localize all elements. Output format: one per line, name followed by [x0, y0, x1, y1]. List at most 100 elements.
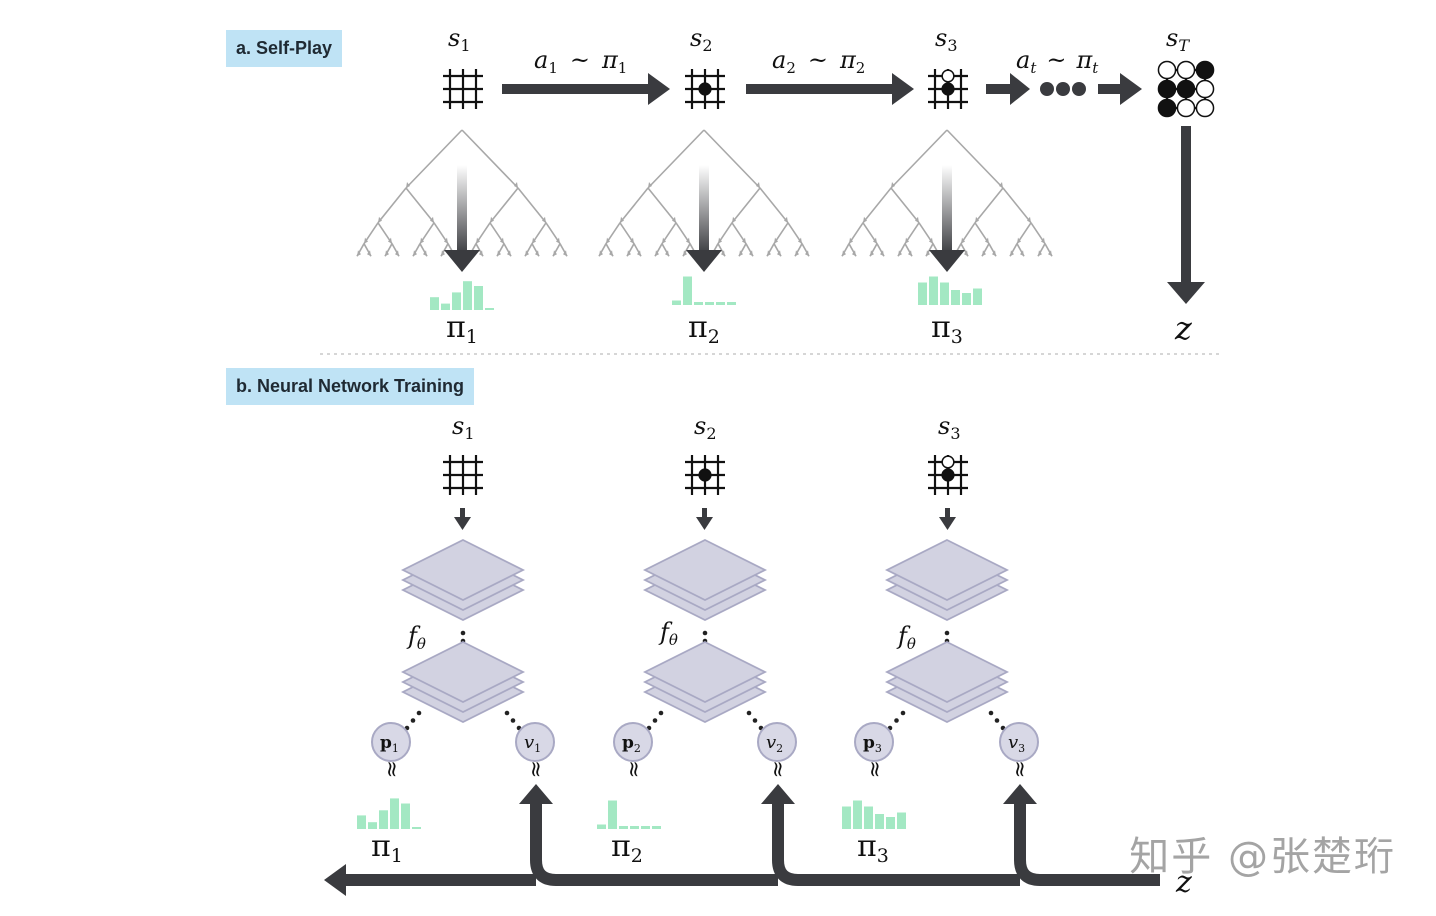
histogram-bar	[474, 286, 483, 310]
histogram-bar	[368, 822, 377, 829]
train-board-s2	[685, 455, 725, 495]
white-stone	[1157, 60, 1177, 80]
network-label-1: fθ	[406, 622, 426, 653]
black-stone	[698, 468, 712, 482]
white-stone	[1195, 98, 1215, 118]
network-layer	[642, 640, 768, 704]
dot	[944, 630, 950, 636]
histogram-bar	[630, 826, 639, 829]
histogram-bar	[842, 806, 851, 829]
policy-histogram-pi3	[918, 276, 982, 305]
histogram-bar	[619, 826, 628, 829]
svg-text:v1: v1	[524, 732, 541, 755]
target-pi2-label: π2	[611, 829, 643, 867]
histogram-bar	[875, 814, 884, 829]
histogram-bar	[357, 815, 366, 829]
approx-p2: ≈	[621, 760, 646, 778]
white-stone	[941, 69, 955, 83]
histogram-bar	[412, 827, 421, 829]
white-stone	[1176, 98, 1196, 118]
histogram-bar	[608, 800, 617, 829]
histogram-bar	[864, 806, 873, 829]
search-tree-2	[598, 129, 810, 257]
value-head-v3: v3	[999, 722, 1039, 762]
network-label-3: fθ	[896, 622, 916, 653]
target-histogram-pi1	[357, 798, 421, 829]
black-stone	[1176, 79, 1196, 99]
dot	[416, 710, 422, 716]
dot	[988, 710, 994, 716]
policy-head-p1: p1	[371, 722, 411, 762]
board-s2	[685, 69, 725, 109]
histogram-bar	[918, 282, 927, 305]
target-pi3-label: π3	[857, 829, 889, 867]
svg-text:v2: v2	[766, 732, 783, 755]
histogram-bar	[683, 276, 692, 305]
action-label-2: a2~π2	[772, 46, 865, 77]
selfplay-state-s2-label: s2	[690, 24, 713, 55]
histogram-bar	[853, 800, 862, 829]
histogram-bar	[401, 803, 410, 829]
black-stone	[1157, 79, 1177, 99]
watermark: 知乎 @张楚珩	[1129, 834, 1396, 880]
dot	[658, 710, 664, 716]
histogram-bar	[973, 288, 982, 305]
histogram-bar	[430, 297, 439, 310]
train-state-s3-label: s3	[938, 412, 961, 443]
action-label-t: at~πt	[1016, 46, 1099, 77]
dot	[894, 718, 899, 723]
dot	[900, 710, 906, 716]
histogram-bar	[672, 300, 681, 305]
action-arrow-3	[986, 73, 1030, 105]
approx-v3: ≈	[1007, 760, 1032, 778]
dot	[410, 718, 416, 723]
approx-v2: ≈	[765, 760, 790, 778]
board-sT-final	[1157, 60, 1215, 118]
histogram-bar	[929, 276, 938, 305]
mcts-arrow-1	[444, 165, 480, 272]
outcome-feedback-arrows	[324, 784, 1160, 896]
svg-text:p2: p2	[622, 733, 641, 755]
network-layer	[400, 640, 526, 704]
approx-v1: ≈	[523, 760, 548, 778]
histogram-bar	[463, 281, 472, 310]
action-arrow-2	[746, 73, 914, 105]
black-stone	[941, 468, 955, 482]
dot	[746, 710, 752, 716]
svg-text:p1: p1	[380, 733, 399, 755]
train-state-s1-label: s1	[452, 412, 475, 443]
black-stone	[941, 82, 955, 96]
dot	[652, 718, 658, 723]
input-arrow-2	[696, 508, 713, 530]
histogram-bar	[694, 302, 703, 305]
selfplay-state-s3-label: s3	[935, 24, 958, 55]
value-head-v2: v2	[757, 722, 797, 762]
target-histogram-pi2	[597, 800, 661, 829]
search-tree-3	[841, 129, 1053, 257]
white-stone	[1176, 60, 1196, 80]
white-stone	[1195, 79, 1215, 99]
target-histogram-pi3	[842, 800, 906, 829]
action-arrow-1	[502, 73, 670, 105]
svg-text:v3: v3	[1008, 732, 1025, 755]
histogram-bar	[886, 817, 895, 829]
histogram-bar	[441, 303, 450, 310]
pi1-label: π1	[446, 310, 478, 348]
network-layer	[884, 640, 1010, 704]
black-stone	[698, 82, 712, 96]
black-stone	[1195, 60, 1215, 80]
self-play-section-label: a. Self-Play	[226, 30, 343, 67]
histogram-bar	[597, 824, 606, 829]
board-s1	[443, 69, 483, 109]
input-arrow-1	[454, 508, 471, 530]
network-column-3	[884, 538, 1010, 731]
dot	[460, 630, 466, 636]
train-outcome-z-label: z	[1175, 865, 1192, 900]
histogram-bar	[641, 826, 650, 829]
histogram-bar	[705, 302, 714, 305]
histogram-bar	[485, 308, 494, 310]
dot	[504, 710, 510, 716]
histogram-bar	[897, 812, 906, 829]
svg-text:p3: p3	[863, 733, 882, 755]
